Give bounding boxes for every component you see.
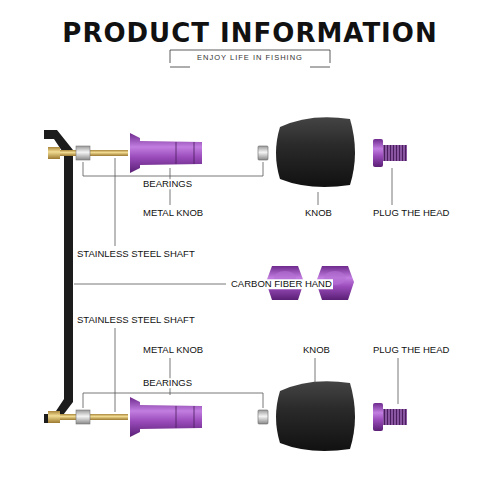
part-label: STAINLESS STEEL SHAFT — [76, 249, 196, 259]
part-label: KNOB — [304, 208, 333, 218]
part-label: KNOB — [302, 345, 331, 355]
part-label: PLUG THE HEAD — [372, 208, 450, 218]
part-label: BEARINGS — [142, 179, 193, 189]
subtitle: ENJOY LIFE IN FISHING — [197, 54, 303, 62]
part-label: CARBON FIBER HAND — [230, 279, 333, 289]
part-label: METAL KNOB — [142, 208, 204, 218]
part-label: METAL KNOB — [142, 345, 204, 355]
part-label: PLUG THE HEAD — [372, 345, 450, 355]
leader-lines — [74, 158, 398, 412]
part-label: STAINLESS STEEL SHAFT — [76, 315, 196, 325]
page-title: PRODUCT INFORMATION — [62, 20, 437, 46]
part-label: BEARINGS — [142, 378, 193, 388]
